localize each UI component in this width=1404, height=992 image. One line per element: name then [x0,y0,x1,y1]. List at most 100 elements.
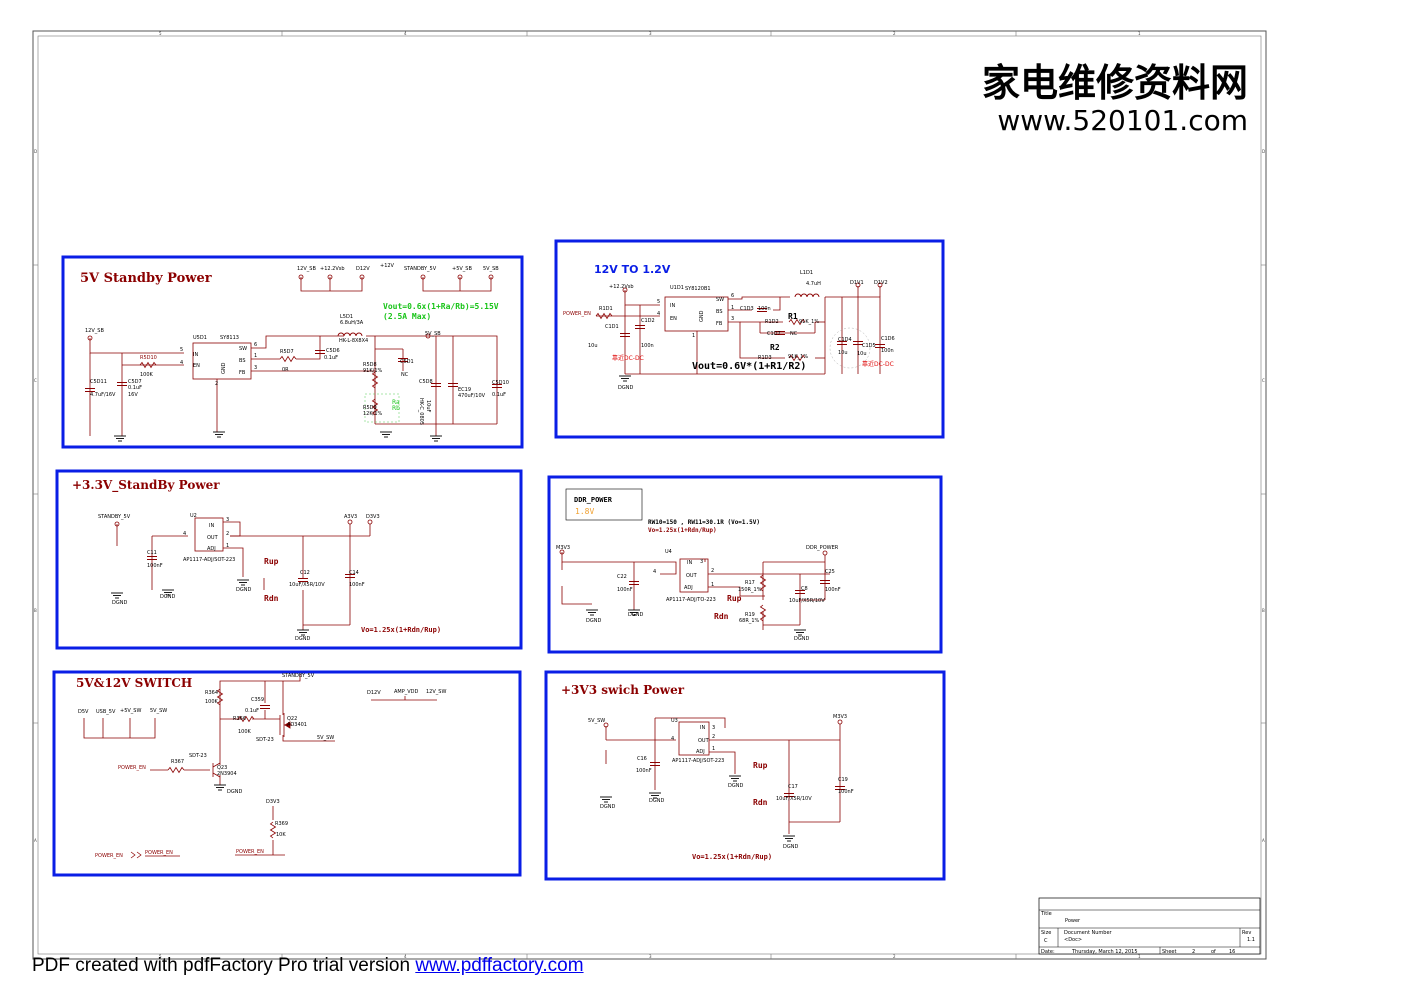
sw33-gnd-c: DGND [728,783,743,789]
c16-ref: C16 [637,756,647,762]
rb-tag: Rb [392,405,400,412]
gnd-3v3sb-a: DGND [112,600,127,606]
c-in1-ref: C5D11 [90,379,107,385]
r-en-val: 100K [140,372,154,378]
sw33-rup: Rup [753,761,768,770]
pin-bs-1v2: BS [716,309,723,315]
r367-ref: R367 [171,759,184,765]
tb-rev-label: Rev [1242,930,1251,936]
grid-left-b: B [34,608,37,613]
grid-bottom-2: 2 [893,954,896,959]
pin-num-u2-1: 1 [226,543,229,549]
c359-val: 0.1uF [245,708,259,714]
pin-num-1v2-4: 4 [657,311,660,317]
tb-rev: 1.1 [1247,937,1255,943]
sw33-ic-ref: U3 [671,718,678,724]
ddr-pin-in: IN [687,560,692,566]
cbs-ref-1v2: C1D3 [740,306,754,312]
c14-val: 100nF [349,582,365,588]
c22-ref: C22 [617,574,627,580]
rail-d12v: D12V [356,266,370,272]
footer-link[interactable]: www.pdffactory.com [415,955,584,976]
block-3v3-switch: +3V3 swich Power 5V_SW M3V3 U3 [544,670,946,881]
c-in2-val: 0.1uF [128,385,142,391]
sw33-out-net: M3V3 [833,714,847,720]
c4-val-1v2: 10u [838,350,848,356]
grid-right-d: D [1262,149,1265,154]
in-rail-1v2: +12.2Vsb [609,284,634,290]
c-in2-ref: C5D7 [128,379,142,385]
amp-d12v: D12V [367,690,381,696]
c-bs-ref: C5D6 [326,348,340,354]
ddr-rup: Rup [727,594,742,603]
ddr-out-net: DDR_POWER [806,545,839,551]
grid-top-5: 5 [159,31,162,36]
pin-in-u2: IN [209,523,214,529]
out-rail-d1v2: D1V2 [874,280,888,286]
sheet-frame-outer [32,30,1267,960]
grid-top-2: 2 [893,31,896,36]
grid-left-a: A [34,838,37,843]
ddr-pin-num-2: 2 [711,568,714,574]
c6-val-1v2: 100n [881,348,894,354]
tb-title-label: Title [1040,911,1052,917]
r2-tag: R2 [770,343,780,352]
sw33-rdn: Rdn [753,798,768,807]
pin-num-5: 5 [180,347,183,353]
pin-num-2: 2 [215,381,218,387]
c19-ref: C19 [838,777,848,783]
grid-bottom-4: 4 [404,954,407,959]
r17-val: 150R_1% [738,587,762,593]
cff-val-1v2: NC [790,331,798,337]
ddr-box-value: 1.8V [575,507,594,516]
pin-out-u2: OUT [207,535,219,541]
r-bs-val: 0R [282,367,289,373]
sw33-ic-part: AP1117-ADJ/SOT-223 [672,758,724,764]
gnd-3v3sb-c: DGND [236,587,251,593]
sw-en-c: POWER_EN [236,849,264,855]
ddr-in-net: M3V3 [556,545,570,551]
tb-title: Power [1065,918,1081,924]
ra-val: 91K/1% [363,368,383,374]
sw-net-d5v: D5V [78,709,89,715]
pin-num-u2-4: 4 [183,531,186,537]
amp-12vsw: 12V_SW [426,689,446,695]
sheet-frame-inner [37,35,1262,955]
ddr-formula: Vo=1.25x(1+Rdn/Rup) [648,527,717,534]
tb-date: Thursday, March 12, 2015 [1071,949,1138,955]
grid-left-d: D [34,149,37,154]
r19-val: 68R_1% [739,618,760,624]
pin-num-6: 6 [254,342,257,348]
pin-en-1v2: EN [670,316,677,322]
c16-val: 100nF [636,768,652,774]
cff-ref-1v2: C1D7 [767,331,781,337]
ic-ref: U5D1 [193,335,207,341]
power-en-arrow [130,851,180,859]
c2-val-1v2: 100n [641,343,654,349]
ddr-gnd-b: DGND [628,612,643,618]
c5-val-1v2: 10u [857,351,867,357]
q23-ref: Q23 [217,765,227,771]
c-o1-val: 10uF [425,400,431,413]
pin-sw-1v2: SW [716,297,724,303]
c1-val-1v2: 10u [588,343,598,349]
ddr-pin-num-4: 4 [653,569,656,575]
rb-val: 12K/1% [363,411,383,417]
pin-num-u2-2: 2 [226,531,229,537]
ddr-box [565,488,643,521]
c17-ref: C17 [788,784,798,790]
c5-ref-1v2: C1D5 [862,343,876,349]
sw-en-net: POWER_EN [118,765,146,771]
c-ff-val: NC [401,372,409,378]
block-3v3-switch-title: +3V3 swich Power [561,683,685,697]
sw33-pin-out: OUT [698,738,710,744]
sw33-formula: Vo=1.25x(1+Rdn/Rup) [692,853,772,861]
out-net-d3v3: D3V3 [366,514,380,520]
formula-3v3sb: Vo=1.25x(1+Rdn/Rup) [361,626,441,634]
sw33-pin-in: IN [700,725,705,731]
r2-val-1v2: 91K_1% [788,354,808,360]
grid-right-b: B [1262,608,1265,613]
sw33-gnd-a: DGND [600,804,615,810]
sw-en-b: POWER_EN [145,850,173,856]
